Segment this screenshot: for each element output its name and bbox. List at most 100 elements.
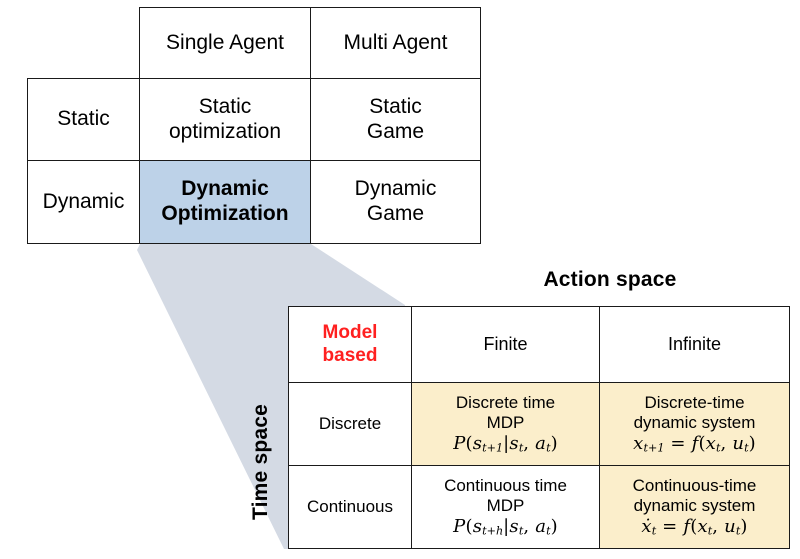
bottom-cell-discrete-infinite-text: Discrete-time dynamic system xt+1 = f(xt… [604,393,785,455]
line-1: Continuous time [444,476,567,496]
line-2: dynamic system [633,496,756,516]
top-row-header-static: Static [27,78,140,161]
sub-1: t+h [482,524,504,538]
top-cell-static-game: Static Game [310,78,481,161]
comma: , [720,433,733,455]
line-1: Model [322,322,378,344]
line-2: optimization [168,119,282,143]
line-2: MDP [486,496,525,516]
arg-1-sub: t [707,524,713,538]
lhs-sub: t+1 [643,441,665,455]
arg-2: u [724,516,736,538]
open-paren: ( [698,433,706,455]
fn: f [691,433,699,455]
line-1: Dynamic [181,177,269,201]
lhs-sub: t [651,524,657,538]
arg-2-sub: t [744,441,749,455]
line-2: Optimization [161,202,289,225]
sym-2: s [509,433,519,455]
bottom-cell-continuous-finite: Continuous time MDP P(st+h|st, at) [411,465,600,549]
formula-continuous-dynamic-system: ẋt = f(xt, ut) [604,516,785,538]
line-2: Game [366,119,425,143]
sym-3: a [535,516,547,538]
open-paren: ( [690,516,698,538]
equals: = [656,516,684,538]
agent-dynamics-matrix: Single Agent Multi Agent Static Static o… [0,0,500,250]
top-cell-dynamic-game-text: Dynamic Game [315,177,476,227]
top-cell-dynamic-game: Dynamic Game [310,160,481,244]
line-1: Continuous-time [632,476,757,496]
bottom-row-header-discrete: Discrete [288,382,412,466]
lhs: x [633,433,644,455]
arg-2-sub: t [735,524,741,538]
close-paren: ) [550,433,558,455]
sub-3: t [546,524,551,538]
bottom-col-header-finite-label: Finite [483,333,528,354]
line-1: Discrete time [455,393,556,413]
top-col-header-multi-agent: Multi Agent [310,7,481,79]
top-row-header-static-label: Static [57,107,110,131]
sub-2: t [518,524,524,538]
fn: f [683,516,691,538]
sym-2: s [509,516,519,538]
time-space-axis-title-label: Time space [249,403,273,521]
line-1: Dynamic [354,177,437,201]
top-cell-dynamic-optimization: Dynamic Optimization [139,160,311,244]
line-1: Discrete-time [644,393,745,413]
bottom-cell-continuous-infinite-text: Continuous-time dynamic system ẋt = f(xt… [604,476,785,538]
open-paren: ( [465,516,473,538]
close-paren: ) [748,433,756,455]
bottom-row-header-discrete-label: Discrete [318,413,382,433]
bottom-col-header-infinite: Infinite [599,306,790,383]
formula-discrete-mdp: P(st+1|st, at) [416,433,595,455]
bottom-cell-discrete-infinite: Discrete-time dynamic system xt+1 = f(xt… [599,382,790,466]
top-col-header-single-agent: Single Agent [139,7,311,79]
comma: , [523,516,536,538]
top-cell-static-optimization-text: Static optimization [144,95,306,145]
bottom-corner-model-based: Model based [288,306,412,383]
sub-3: t [546,441,551,455]
top-cell-static-game-text: Static Game [315,95,476,145]
line-2: MDP [486,413,525,433]
top-col-header-multi-agent-label: Multi Agent [343,30,448,54]
top-row-header-dynamic: Dynamic [27,160,140,244]
bottom-row-header-continuous-label: Continuous [306,496,393,516]
top-row-header-dynamic-label: Dynamic [42,189,125,213]
lhs: ẋ [641,516,652,538]
action-space-axis-title: Action space [543,268,677,291]
bottom-cell-continuous-finite-text: Continuous time MDP P(st+h|st, at) [416,476,595,538]
bar: | [503,516,510,538]
top-col-header-single-agent-label: Single Agent [166,30,284,54]
line-2: based [322,344,378,366]
fn: P [453,433,466,455]
line-2: dynamic system [633,413,756,433]
sub-1: t+1 [482,441,504,455]
fn: P [453,516,466,538]
comma: , [523,433,536,455]
comma: , [712,516,725,538]
top-cell-dynamic-optimization-text: Dynamic Optimization [144,177,306,227]
line-1: Static [198,94,252,118]
line-1: Static [369,94,422,118]
bar: | [503,433,510,455]
close-paren: ) [740,516,748,538]
close-paren: ) [550,516,558,538]
arg-2: u [732,433,745,455]
bottom-corner-model-based-text: Model based [293,322,407,367]
open-paren: ( [465,433,473,455]
formula-continuous-mdp: P(st+h|st, at) [416,516,595,538]
bottom-col-header-finite: Finite [411,306,600,383]
time-space-axis-title: Time space [244,377,278,547]
arg-1-sub: t [716,441,721,455]
sym-1: s [472,433,483,455]
sym-3: a [535,433,547,455]
bottom-row-header-continuous: Continuous [288,465,412,549]
equals: = [664,433,692,455]
formula-discrete-dynamic-system: xt+1 = f(xt, ut) [604,433,785,455]
bottom-cell-discrete-finite-text: Discrete time MDP P(st+1|st, at) [416,393,595,455]
arg-1: x [705,433,717,455]
top-cell-static-optimization: Static optimization [139,78,311,161]
line-2: Game [366,202,425,225]
sym-1: s [472,516,483,538]
sub-2: t [518,441,524,455]
